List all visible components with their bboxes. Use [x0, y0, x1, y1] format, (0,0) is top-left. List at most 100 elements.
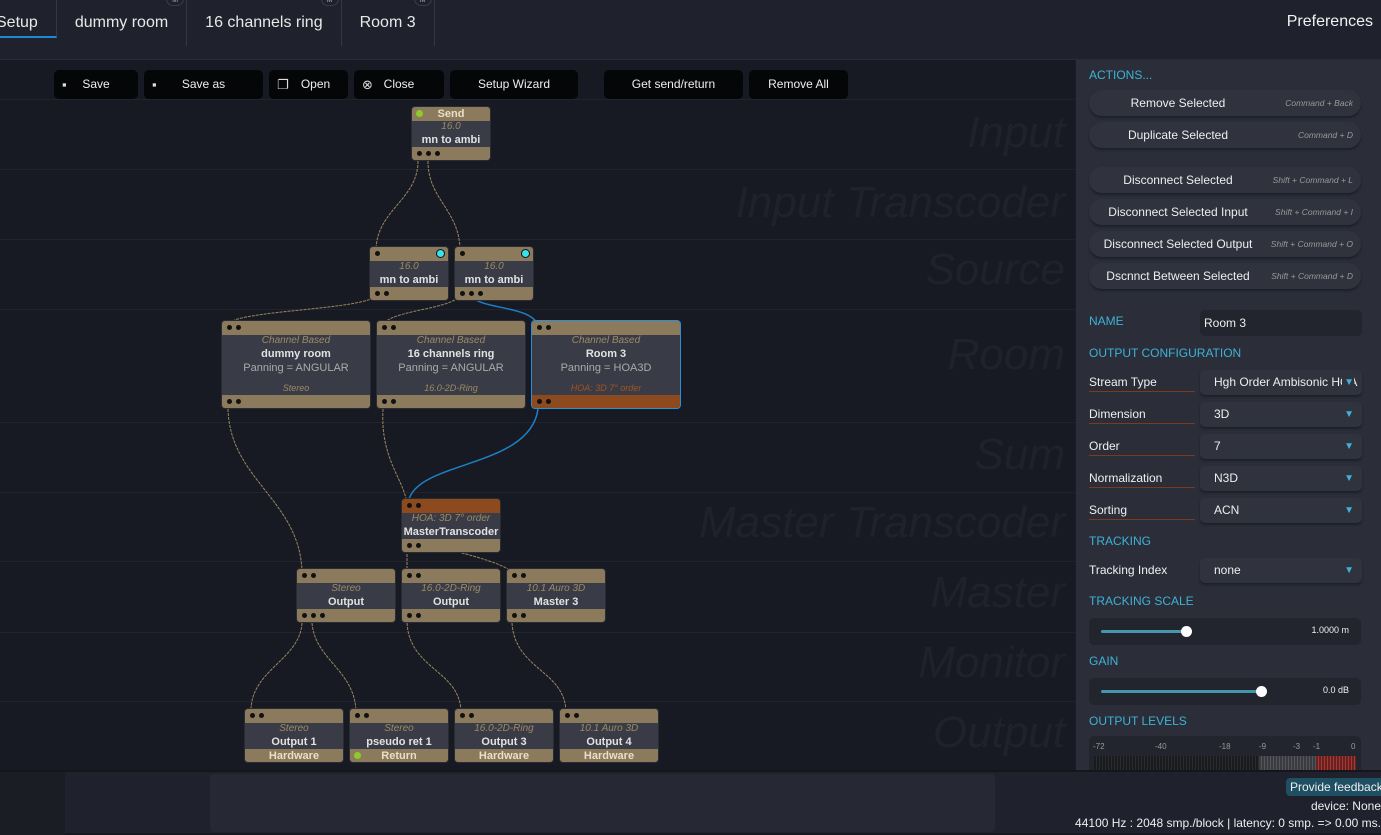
- port[interactable]: [478, 291, 483, 296]
- normalization-dropdown[interactable]: N3D▼: [1200, 466, 1362, 491]
- port-group[interactable]: [227, 325, 241, 330]
- provide-feedback-button[interactable]: Provide feedback: [1286, 778, 1381, 796]
- remove-all-button[interactable]: Remove All: [749, 70, 848, 99]
- port[interactable]: [311, 573, 316, 578]
- save-as-button[interactable]: ▪Save as: [144, 70, 263, 99]
- node-footer[interactable]: [455, 287, 533, 300]
- port-group[interactable]: [460, 291, 483, 296]
- node-header[interactable]: [350, 709, 448, 723]
- port[interactable]: [469, 291, 474, 296]
- slider-knob[interactable]: [1181, 626, 1192, 637]
- port[interactable]: [364, 713, 369, 718]
- mute-badge[interactable]: M: [320, 0, 339, 6]
- get-send-return-button[interactable]: Get send/return: [604, 70, 743, 99]
- port[interactable]: [521, 613, 526, 618]
- port[interactable]: [565, 713, 570, 718]
- port[interactable]: [320, 613, 325, 618]
- port[interactable]: [382, 399, 387, 404]
- port[interactable]: [391, 325, 396, 330]
- port[interactable]: [227, 325, 232, 330]
- port-group[interactable]: [512, 613, 526, 618]
- close-button[interactable]: ⊗Close: [354, 70, 444, 99]
- port-group[interactable]: [565, 713, 579, 718]
- mute-badge[interactable]: M: [166, 0, 185, 6]
- port[interactable]: [460, 251, 465, 256]
- node-header[interactable]: [455, 709, 553, 723]
- node-header[interactable]: [402, 499, 500, 513]
- open-button[interactable]: ❐Open: [269, 70, 348, 99]
- setup-wizard-button[interactable]: Setup Wizard: [450, 70, 578, 99]
- slider-knob[interactable]: [1256, 686, 1267, 697]
- port[interactable]: [512, 573, 517, 578]
- port[interactable]: [435, 151, 440, 156]
- port[interactable]: [417, 151, 422, 156]
- node-footer[interactable]: [402, 539, 500, 552]
- port[interactable]: [407, 543, 412, 548]
- port[interactable]: [302, 613, 307, 618]
- port[interactable]: [375, 291, 380, 296]
- port-group[interactable]: [407, 543, 421, 548]
- node-header[interactable]: [560, 709, 658, 723]
- mute-badge[interactable]: M: [413, 0, 432, 6]
- node-footer[interactable]: [370, 287, 448, 300]
- stream-type-dropdown[interactable]: Hgh Order Ambisonic HOA▼: [1200, 370, 1362, 395]
- port-group[interactable]: [407, 573, 421, 578]
- port[interactable]: [426, 151, 431, 156]
- node-footer[interactable]: Hardware: [560, 749, 658, 762]
- node-header[interactable]: [377, 321, 525, 335]
- port-group[interactable]: [302, 613, 325, 618]
- port[interactable]: [537, 399, 542, 404]
- node-header[interactable]: [507, 569, 605, 583]
- port[interactable]: [546, 325, 551, 330]
- port[interactable]: [391, 399, 396, 404]
- port-group[interactable]: [407, 503, 421, 508]
- port[interactable]: [407, 503, 412, 508]
- port[interactable]: [384, 291, 389, 296]
- port[interactable]: [407, 613, 412, 618]
- port-group[interactable]: [417, 151, 440, 156]
- preferences-button[interactable]: Preferences: [1286, 13, 1373, 30]
- order-dropdown[interactable]: 7▼: [1200, 434, 1362, 459]
- node-footer[interactable]: Hardware: [455, 749, 553, 762]
- node-header[interactable]: [532, 321, 680, 335]
- tracking-scale-slider[interactable]: 1.0000 m: [1089, 618, 1361, 645]
- tracking-index-dropdown[interactable]: none▼: [1200, 558, 1362, 583]
- port[interactable]: [460, 713, 465, 718]
- port[interactable]: [355, 713, 360, 718]
- port[interactable]: [469, 713, 474, 718]
- port-group[interactable]: [227, 399, 241, 404]
- port[interactable]: [375, 251, 380, 256]
- node-footer[interactable]: Return: [350, 749, 448, 762]
- port[interactable]: [416, 573, 421, 578]
- port-group[interactable]: [460, 251, 465, 256]
- node-footer[interactable]: [297, 609, 395, 622]
- dimension-dropdown[interactable]: 3D▼: [1200, 402, 1362, 427]
- port-group[interactable]: [375, 251, 380, 256]
- port[interactable]: [574, 713, 579, 718]
- node-header[interactable]: [402, 569, 500, 583]
- port[interactable]: [407, 573, 412, 578]
- port[interactable]: [416, 613, 421, 618]
- sorting-dropdown[interactable]: ACN▼: [1200, 498, 1362, 523]
- node-header[interactable]: [245, 709, 343, 723]
- port-group[interactable]: [407, 613, 421, 618]
